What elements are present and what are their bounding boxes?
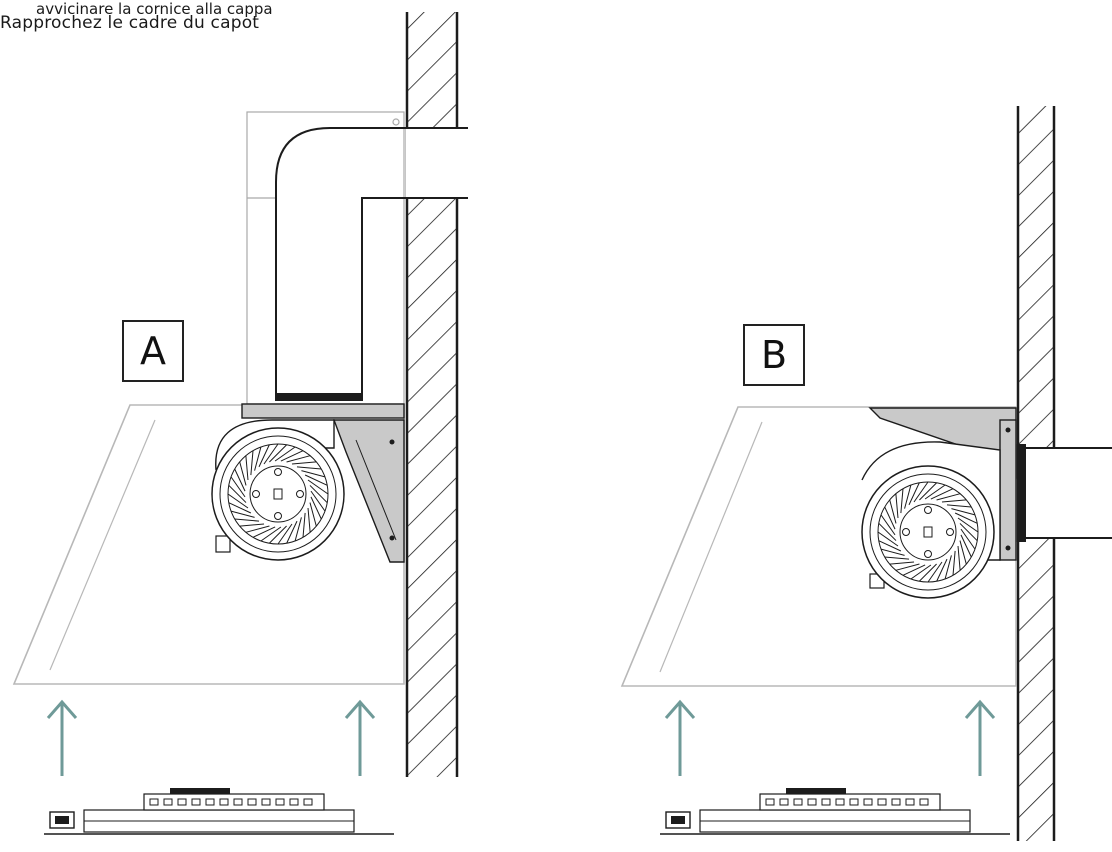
fan-a <box>211 419 345 561</box>
variant-label-a: A <box>122 320 184 382</box>
caption-french: Rapprochez le cadre du capot <box>0 13 260 33</box>
fan-b <box>861 441 1001 599</box>
wall-a <box>362 12 468 777</box>
airflow-arrows-a <box>46 700 376 778</box>
panel-b <box>620 106 1112 841</box>
panel-a <box>12 12 468 835</box>
bracket-a <box>332 419 405 563</box>
cooktop-b <box>659 787 1011 835</box>
duct-a <box>275 127 408 401</box>
airflow-arrows-b <box>664 700 996 778</box>
wall-b <box>1016 106 1112 841</box>
variant-label-b: B <box>743 324 805 386</box>
hood-b <box>620 406 1017 687</box>
cooktop-a <box>43 787 395 835</box>
caption-italian: avvicinare la cornice alla cappa <box>36 0 273 18</box>
chimney-frame-a <box>246 111 405 405</box>
mounting-plate-a <box>241 403 405 419</box>
